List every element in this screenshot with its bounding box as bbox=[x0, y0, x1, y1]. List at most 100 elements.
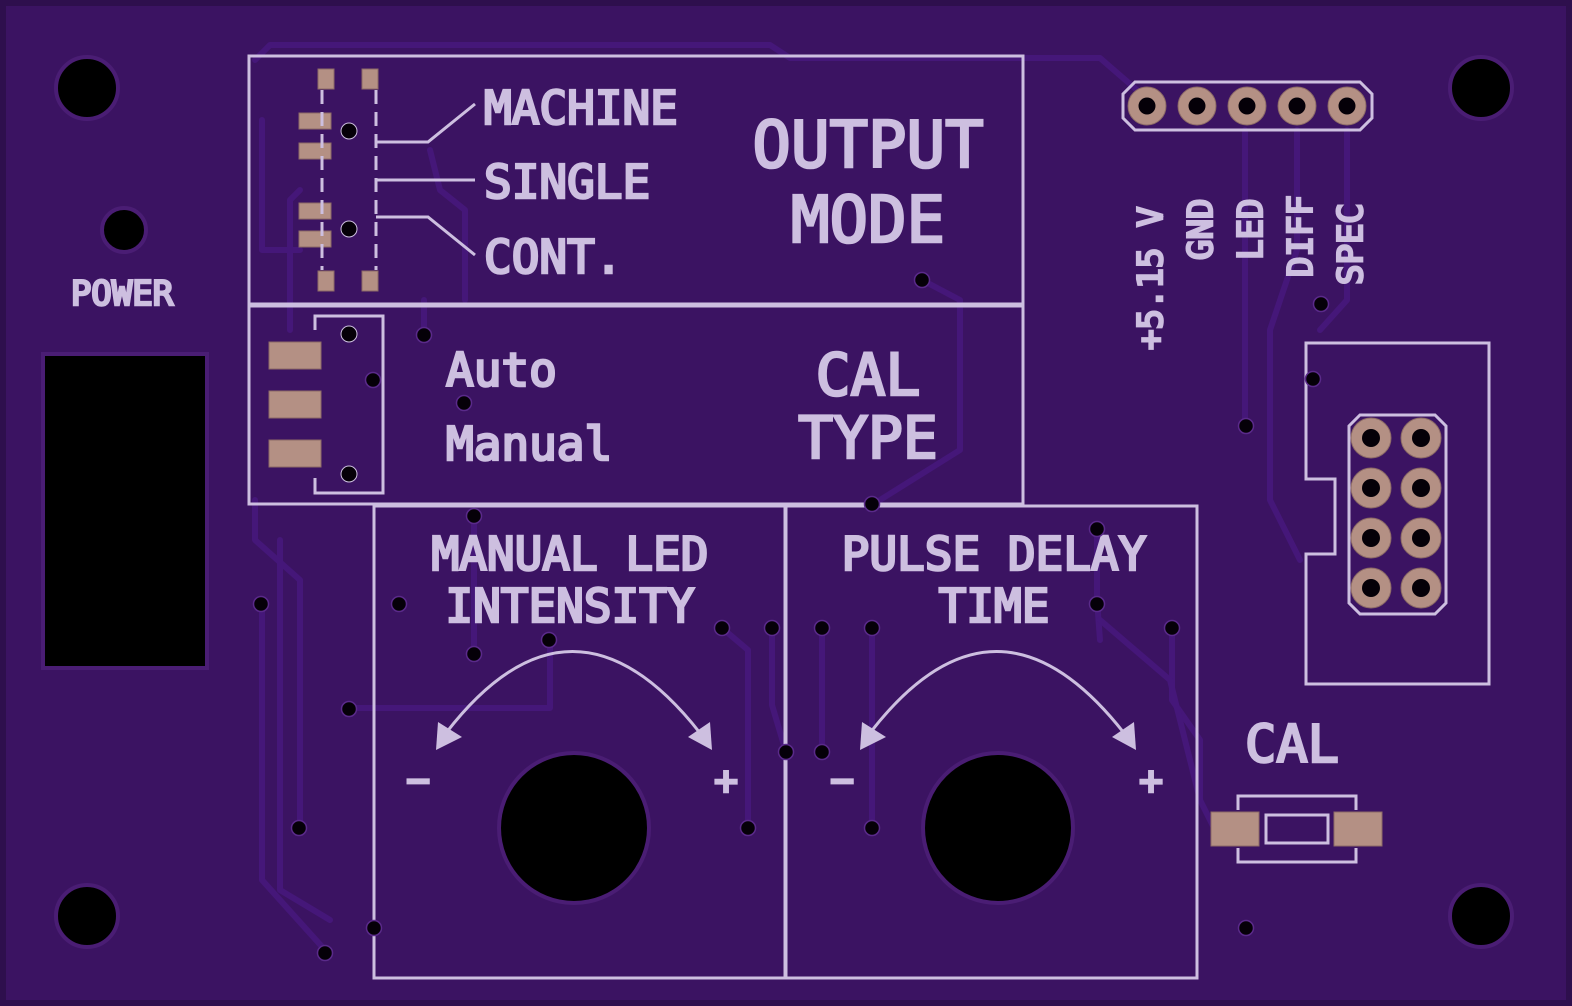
via bbox=[813, 743, 831, 761]
pin-label-led: LED bbox=[1231, 199, 1271, 260]
mounting-hole-bottom-left bbox=[54, 883, 120, 949]
led-arrow-right-head bbox=[688, 722, 712, 750]
switch-pad bbox=[298, 202, 332, 220]
via bbox=[316, 944, 334, 962]
led-intensity-title-line2: INTENSITY bbox=[445, 579, 694, 633]
switch-hole bbox=[340, 220, 358, 238]
power-led-hole bbox=[100, 206, 148, 254]
cal-switch-pad bbox=[268, 390, 322, 419]
via bbox=[1237, 919, 1255, 937]
ribbon-pin-hole bbox=[1362, 429, 1380, 447]
via bbox=[465, 507, 483, 525]
switch-pad bbox=[317, 68, 335, 90]
led-intensity-section: MANUAL LED INTENSITY − + bbox=[372, 504, 787, 980]
header-pin-hole bbox=[1338, 97, 1356, 115]
delay-arrow-left-head bbox=[860, 722, 886, 750]
switch-pad bbox=[298, 230, 332, 248]
via bbox=[1312, 295, 1330, 313]
via bbox=[863, 619, 881, 637]
mounting-holes bbox=[54, 55, 1514, 949]
output-mode-title-line2: MODE bbox=[791, 184, 945, 258]
via bbox=[540, 631, 558, 649]
cal-button-outline[interactable] bbox=[1236, 794, 1358, 864]
cal-button-section: CAL bbox=[1210, 714, 1383, 864]
via bbox=[1237, 417, 1255, 435]
led-intensity-title-line1: MANUAL LED bbox=[432, 527, 709, 581]
header-pin-hole bbox=[1188, 97, 1206, 115]
copper-traces bbox=[252, 42, 1350, 953]
header-pin-hole bbox=[1288, 97, 1306, 115]
mounting-hole-bottom-right bbox=[1448, 883, 1514, 949]
ribbon-connector-outline bbox=[1304, 341, 1491, 686]
via bbox=[1163, 619, 1181, 637]
delay-arrow-right-head bbox=[1112, 722, 1136, 750]
delay-arc-arrow bbox=[868, 650, 1126, 734]
ribbon-pin-hole bbox=[1412, 579, 1430, 597]
mode-single-label: SINGLE bbox=[484, 155, 650, 209]
cal-button-pad-right bbox=[1333, 811, 1383, 847]
cal-manual-label: Manual bbox=[446, 417, 612, 471]
via bbox=[813, 619, 831, 637]
cal-switch-hole bbox=[340, 465, 358, 483]
led-arc-arrow bbox=[444, 650, 702, 734]
via bbox=[364, 371, 382, 389]
power-jack-cutout bbox=[41, 352, 209, 670]
ribbon-pin-hole bbox=[1362, 529, 1380, 547]
delay-minus-label: − bbox=[830, 758, 854, 804]
switch-pad bbox=[361, 270, 379, 292]
switch-pad bbox=[298, 112, 332, 130]
ribbon-pin-hole bbox=[1362, 479, 1380, 497]
ribbon-pin-hole bbox=[1412, 529, 1430, 547]
delay-plus-label: + bbox=[1139, 758, 1163, 804]
ribbon-pin-hole bbox=[1362, 579, 1380, 597]
mode-machine-leader bbox=[376, 102, 476, 144]
pin-label-diff: DIFF bbox=[1281, 195, 1321, 277]
power-label: POWER bbox=[71, 274, 174, 314]
via bbox=[252, 595, 270, 613]
led-knob-hole bbox=[497, 751, 651, 905]
cal-switch-hole bbox=[340, 325, 358, 343]
switch-pad bbox=[317, 270, 335, 292]
header-pin-hole bbox=[1138, 97, 1156, 115]
via bbox=[1088, 520, 1106, 538]
pin-header-labels: +5.15 V GND LED DIFF SPEC bbox=[1130, 194, 1373, 351]
cal-switch-outline bbox=[313, 314, 385, 495]
via bbox=[290, 819, 308, 837]
cal-auto-label: Auto bbox=[446, 343, 557, 397]
cal-button-pad-left bbox=[1210, 811, 1260, 847]
via bbox=[365, 919, 383, 937]
cal-button-label: CAL bbox=[1245, 715, 1339, 775]
pin-label-spec: SPEC bbox=[1331, 203, 1371, 285]
cal-switch-pad bbox=[268, 341, 322, 370]
pin-label-gnd: GND bbox=[1181, 199, 1221, 260]
via bbox=[1088, 595, 1106, 613]
via bbox=[913, 271, 931, 289]
led-plus-label: + bbox=[714, 758, 738, 804]
via bbox=[863, 495, 881, 513]
pulse-delay-box bbox=[784, 504, 1199, 980]
pin-label-5v: +5.15 V bbox=[1131, 207, 1171, 350]
output-mode-section: MACHINE SINGLE CONT. OUTPUT MODE bbox=[247, 54, 1025, 306]
via bbox=[863, 819, 881, 837]
via bbox=[390, 595, 408, 613]
via bbox=[739, 819, 757, 837]
via bbox=[340, 700, 358, 718]
ribbon-connector bbox=[1304, 341, 1491, 686]
switch-pad bbox=[298, 142, 332, 160]
switch-pad bbox=[361, 68, 379, 90]
cal-button-body[interactable] bbox=[1264, 813, 1330, 845]
via bbox=[455, 394, 473, 412]
mode-machine-label: MACHINE bbox=[484, 81, 678, 135]
mode-cont-label: CONT. bbox=[484, 230, 622, 284]
via bbox=[713, 619, 731, 637]
mounting-hole-top-left bbox=[54, 55, 120, 121]
mounting-hole-top-right bbox=[1448, 55, 1514, 121]
cal-type-box bbox=[247, 304, 1025, 506]
via bbox=[777, 743, 795, 761]
switch-hole bbox=[340, 122, 358, 140]
ribbon-pin-outline bbox=[1347, 413, 1448, 616]
ribbon-pin-hole bbox=[1412, 479, 1430, 497]
pin-header-outline bbox=[1121, 80, 1374, 132]
header-pin-hole bbox=[1238, 97, 1256, 115]
